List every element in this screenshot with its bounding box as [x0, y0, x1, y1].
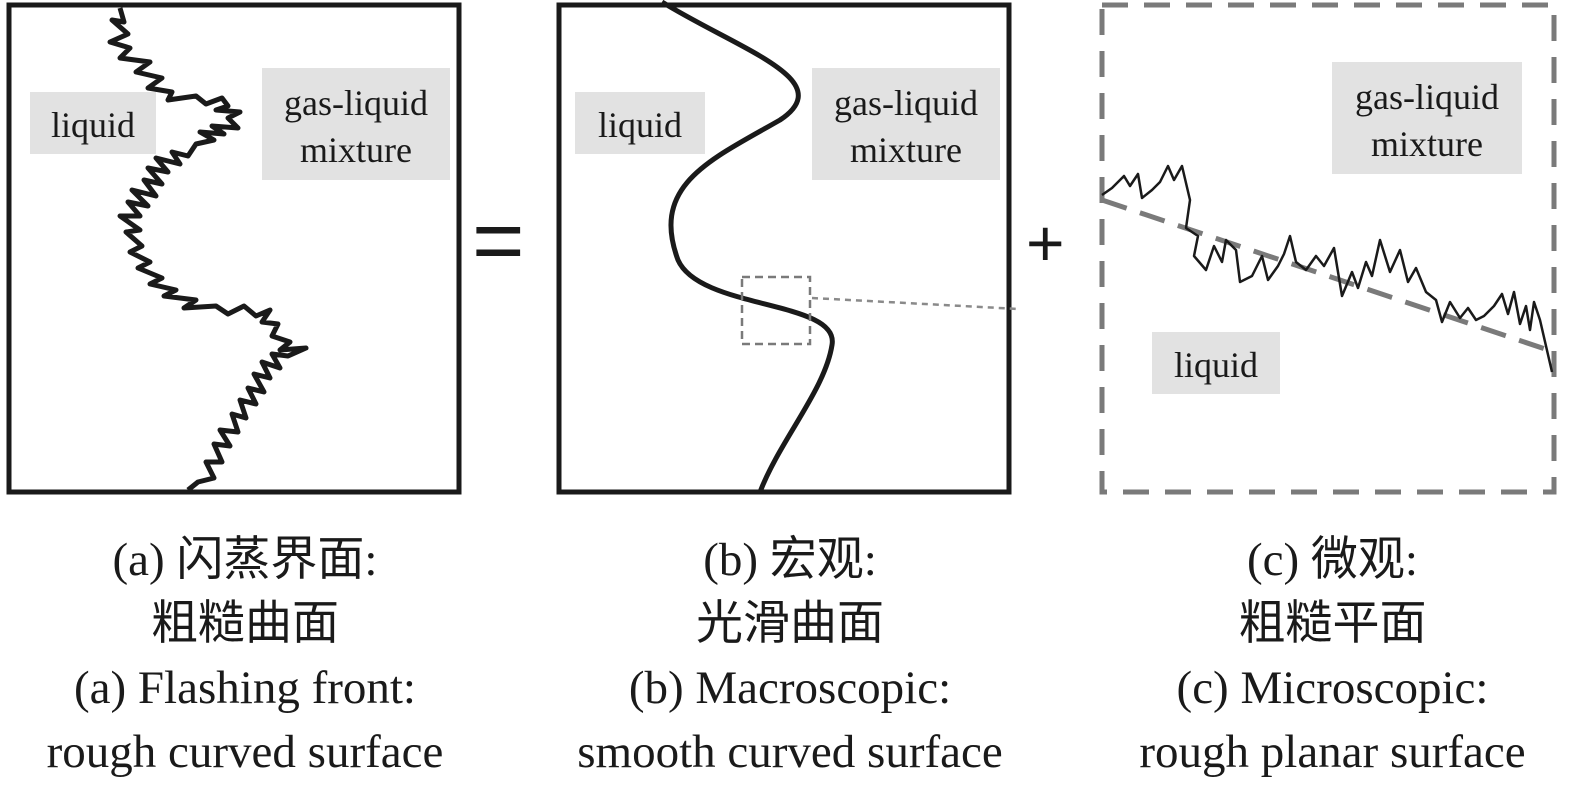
panel-b-drawing: [556, 0, 1020, 495]
liquid-label: liquid: [1152, 332, 1280, 394]
caption-b-en-line1: (b) Macroscopic:: [628, 662, 952, 714]
zoom-connector-line: [811, 296, 1020, 311]
caption-b-cn-line2: 光滑曲面: [696, 598, 884, 650]
mean-plane-line: [1101, 197, 1549, 353]
equals-sign: =: [472, 191, 525, 291]
caption-c-en-line2: rough planar surface: [1139, 726, 1526, 778]
zoom-region-box: [740, 275, 812, 346]
caption-c: (c) 微观: 粗糙平面 (c) Microscopic: rough plan…: [1090, 528, 1575, 784]
caption-c-cn-line2: 粗糙平面: [1238, 598, 1427, 650]
panel-a-frame: [6, 2, 462, 495]
caption-c-en-line1: (c) Microscopic:: [1176, 662, 1489, 714]
caption-b: (b) 宏观: 光滑曲面 (b) Macroscopic: smooth cur…: [530, 528, 1050, 784]
plus-sign: +: [1026, 206, 1065, 280]
panel-b: liquid gas-liquid mixture: [550, 0, 1020, 500]
caption-b-en-line2: smooth curved surface: [577, 726, 1003, 778]
smooth-curved-interface: [660, 0, 835, 493]
rough-planar-interface: [1101, 164, 1554, 373]
panel-c: gas-liquid mixture liquid: [1090, 0, 1560, 500]
liquid-label: liquid: [575, 92, 705, 154]
caption-b-cn-line1: (b) 宏观:: [703, 534, 877, 586]
panel-c-drawing: [1099, 2, 1557, 495]
panel-b-frame: [556, 2, 1012, 495]
gas-liquid-mixture-label: gas-liquid mixture: [1332, 62, 1522, 174]
panel-c-dashed-frame: [1099, 2, 1557, 495]
caption-c-cn-line1: (c) 微观:: [1247, 534, 1418, 586]
liquid-label: liquid: [30, 92, 156, 154]
rough-curved-interface: [107, 7, 309, 492]
gas-liquid-mixture-label: gas-liquid mixture: [812, 68, 1000, 180]
caption-a: (a) 闪蒸界面: 粗糙曲面 (a) Flashing front: rough…: [0, 528, 490, 784]
caption-a-cn-line1: (a) 闪蒸界面:: [112, 534, 378, 586]
panel-a: liquid gas-liquid mixture: [0, 0, 470, 500]
caption-a-cn-line2: 粗糙曲面: [151, 598, 339, 650]
gas-liquid-mixture-label: gas-liquid mixture: [262, 68, 450, 180]
caption-a-en-line1: (a) Flashing front:: [74, 662, 416, 714]
panel-a-drawing: [6, 2, 462, 495]
caption-a-en-line2: rough curved surface: [46, 726, 444, 778]
